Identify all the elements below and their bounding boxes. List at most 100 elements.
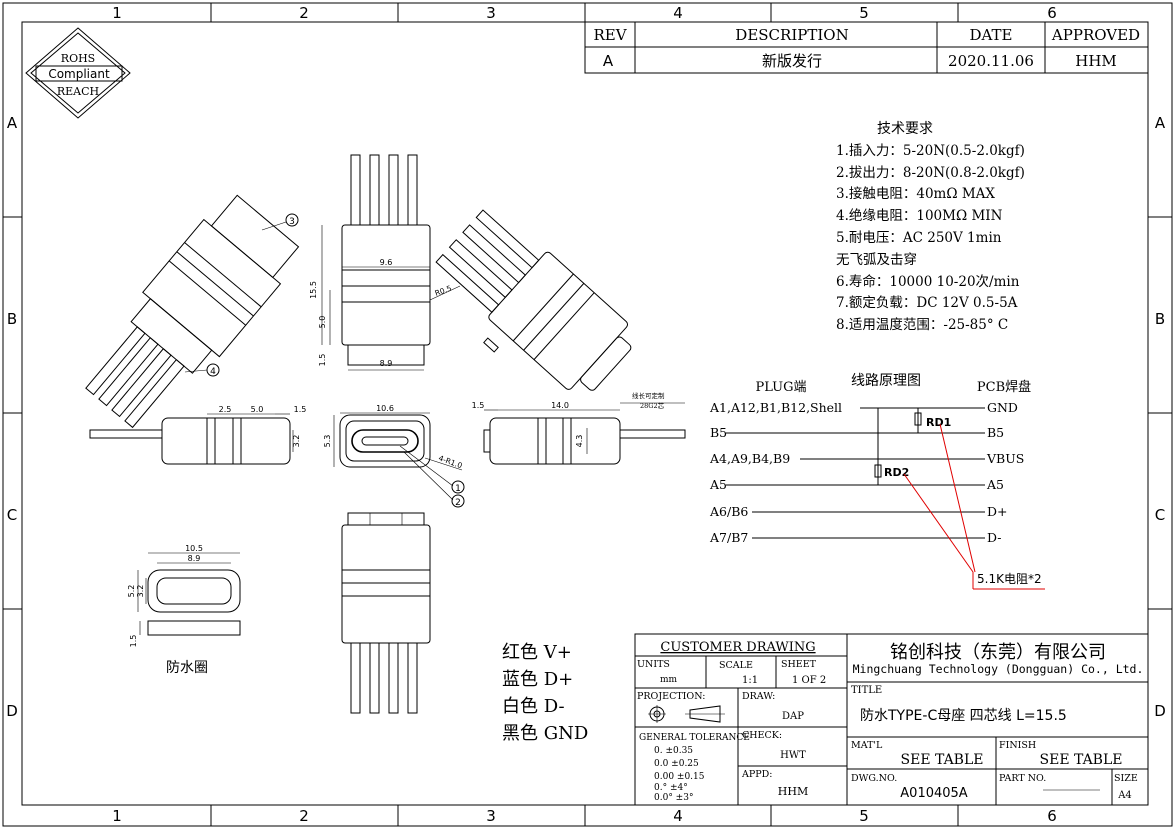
sheet-label: SHEET [781, 659, 817, 670]
date-value: 2020.11.06 [948, 52, 1034, 70]
pcb-header: PCB焊盘 [977, 379, 1031, 395]
customer-drawing-label: CUSTOMER DRAWING [660, 640, 815, 655]
resistor-callout: 5.1K电阻*2 [977, 572, 1042, 586]
dim-label: 5.2 [127, 585, 136, 598]
balloon: 1 [455, 484, 461, 494]
plug-header: PLUG端 [755, 380, 806, 395]
dim-label: R0.5 [434, 283, 453, 297]
circuit-schematic: 线路原理图 PLUG端 PCB焊盘 A1,A12,B1,B12,Shell B5… [709, 373, 1045, 590]
size-label: SIZE [1114, 773, 1138, 784]
units-label: UNITS [637, 659, 670, 670]
dim-label: 1.5 [294, 405, 307, 414]
plug-pin: A5 [709, 477, 727, 492]
front-view: 9.6 8.9 15.5 5.0 1.5 R0.5 [309, 154, 461, 371]
tech-item: 2.拔出力：8-20N(0.8-2.0kgf) [836, 165, 1025, 181]
row-label: C [7, 506, 17, 524]
date-header: DATE [970, 26, 1013, 44]
plug-pin: A7/B7 [709, 530, 748, 545]
dim-label: 14.0 [551, 401, 569, 410]
gasket-label: 防水圈 [166, 660, 208, 676]
pcb-pad: GND [987, 400, 1018, 415]
column-label: 3 [486, 4, 496, 22]
balloon: 4 [210, 367, 216, 377]
dim-label: 5.0 [318, 316, 327, 329]
plug-pin: A4,A9,B4,B9 [709, 451, 790, 466]
appd-value: HHM [778, 785, 808, 798]
draw-label: DRAW: [742, 691, 775, 702]
approved-value: HHM [1075, 52, 1117, 70]
tolerance-row: 0.0° ±3° [654, 793, 693, 803]
size-value: A4 [1117, 790, 1132, 801]
column-label: 3 [486, 807, 496, 825]
pcb-pad: D- [987, 530, 1001, 545]
pcb-pad: B5 [987, 425, 1004, 440]
dim-label: 8.9 [380, 359, 393, 368]
dim-label: 2.5 [219, 405, 232, 414]
column-label: 5 [859, 807, 869, 825]
plug-pin: A1,A12,B1,B12,Shell [709, 400, 842, 415]
draw-value: DAP [782, 711, 804, 722]
finish-value: SEE TABLE [1040, 752, 1123, 768]
wire-color: 蓝色 D+ [502, 669, 573, 690]
wire-color: 红色 V+ [502, 642, 572, 663]
balloon: 2 [455, 498, 461, 508]
resistor-label: RD2 [884, 466, 909, 479]
wire-color-legend: 红色 V+ 蓝色 D+ 白色 D- 黑色 GND [502, 642, 588, 744]
rear-side-view: 1.5 14.0 4.3 线长可定制 28G2芯 [472, 391, 686, 465]
check-value: HWT [780, 750, 806, 761]
tech-item: 4.绝缘电阻：100MΩ MIN [836, 208, 1003, 224]
column-label: 2 [299, 4, 309, 22]
schematic-title: 线路原理图 [851, 373, 921, 389]
tech-item: 7.额定负载：DC 12V 0.5-5A [836, 295, 1018, 311]
dim-label: 1.5 [472, 401, 485, 410]
column-label: 5 [859, 4, 869, 22]
row-label: C [1155, 506, 1165, 524]
dim-label: 4.3 [575, 435, 584, 448]
rohs-reach-badge: ROHS Compliant REACH [25, 27, 131, 119]
tolerance-row: 0.0 ±0.25 [654, 759, 699, 769]
column-label: 1 [112, 807, 122, 825]
scale-label: SCALE [719, 660, 753, 671]
tech-item: 无飞弧及击穿 [836, 252, 917, 268]
sheet-value: 1 OF 2 [792, 675, 826, 686]
resistor-label: RD1 [926, 416, 951, 429]
scale-value: 1:1 [742, 675, 758, 686]
balloon: 3 [289, 217, 295, 227]
pcb-pad: A5 [986, 477, 1004, 492]
tech-title: 技术要求 [877, 121, 933, 137]
cable-note: 线长可定制 [632, 391, 665, 400]
dim-label: 5.0 [251, 405, 264, 414]
column-label: 2 [299, 807, 309, 825]
cable-note: 28G2芯 [640, 401, 665, 410]
column-label: 4 [673, 807, 683, 825]
dim-label: 3.2 [136, 585, 145, 598]
bottom-view [341, 512, 431, 714]
dim-label: 10.5 [185, 544, 203, 553]
dwg-no-label: DWG.NO. [851, 773, 897, 784]
column-label: 6 [1047, 4, 1057, 22]
finish-label: FINISH [999, 740, 1036, 751]
dim-label: 1.5 [318, 354, 327, 367]
badge-line-3: REACH [57, 85, 99, 98]
dim-label: 9.6 [380, 258, 393, 267]
dim-label: 4-R1.0 [437, 453, 463, 470]
title-block: CUSTOMER DRAWING 铭创科技（东莞）有限公司 Mingchuang… [634, 633, 1149, 806]
isometric-view-left: 3 4 [85, 194, 300, 429]
pcb-pad: D+ [987, 504, 1008, 519]
badge-line-2: Compliant [48, 67, 110, 81]
title-value: 防水TYPE-C母座 四芯线 L=15.5 [860, 708, 1067, 724]
company-name-en: Mingchuang Technology (Dongguan) Co., Lt… [853, 662, 1144, 676]
rev-value: A [603, 52, 614, 70]
wire-color: 白色 D- [502, 696, 565, 717]
appd-label: APPD: [741, 769, 772, 780]
dim-label: 3.2 [292, 435, 301, 448]
tolerance-row: 0. ±0.35 [654, 746, 693, 756]
row-label: D [1154, 702, 1166, 720]
row-label: B [1155, 310, 1165, 328]
pcb-pad: VBUS [986, 451, 1024, 466]
revision-table: REV DESCRIPTION DATE APPROVED A 新版发行 202… [584, 21, 1149, 74]
units-value: mm [660, 675, 678, 685]
column-label: 6 [1047, 807, 1057, 825]
part-no-label: PART NO. [999, 773, 1046, 784]
